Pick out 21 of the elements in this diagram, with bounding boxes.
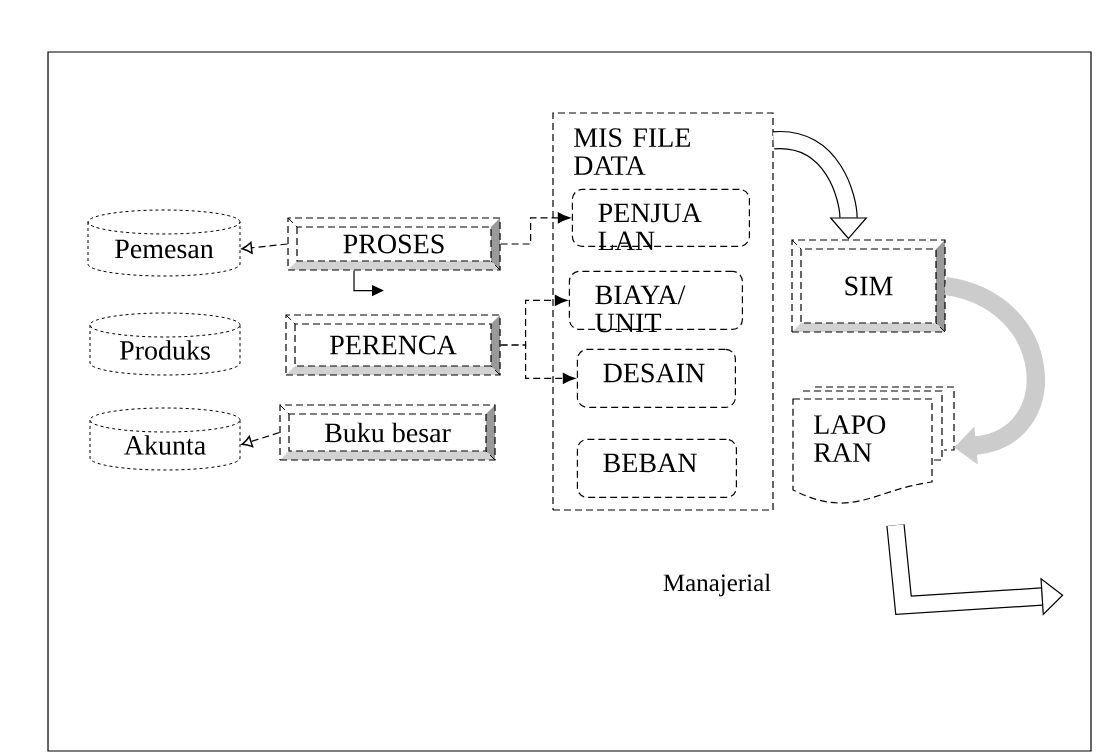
database-cylinder: Akunta: [89, 407, 241, 471]
node-label: Akunta: [124, 435, 206, 455]
process-box: Buku besar: [279, 404, 496, 461]
arrow: [241, 431, 280, 448]
arrow: [500, 344, 576, 384]
process-box: PERENCA: [285, 314, 501, 376]
data-box: BEBAN: [576, 438, 737, 498]
data-box: PENJUA LAN: [571, 188, 750, 251]
database-cylinder: Produks: [89, 312, 241, 376]
process-box: PROSES: [287, 217, 501, 271]
process-box: SIM: [791, 239, 946, 333]
data-box: DESAIN: [576, 348, 736, 408]
database-cylinder: Pemesan: [87, 209, 241, 277]
arrow: [241, 241, 288, 254]
block-arrow: [943, 277, 1045, 465]
node-label: Produks: [119, 340, 210, 360]
node-label: Pemesan: [115, 239, 214, 259]
block-arrow: [773, 131, 868, 240]
arrow: [500, 212, 571, 245]
data-box: BIAYA/ UNIT: [568, 270, 743, 333]
note-text: Manajerial: [663, 573, 771, 597]
